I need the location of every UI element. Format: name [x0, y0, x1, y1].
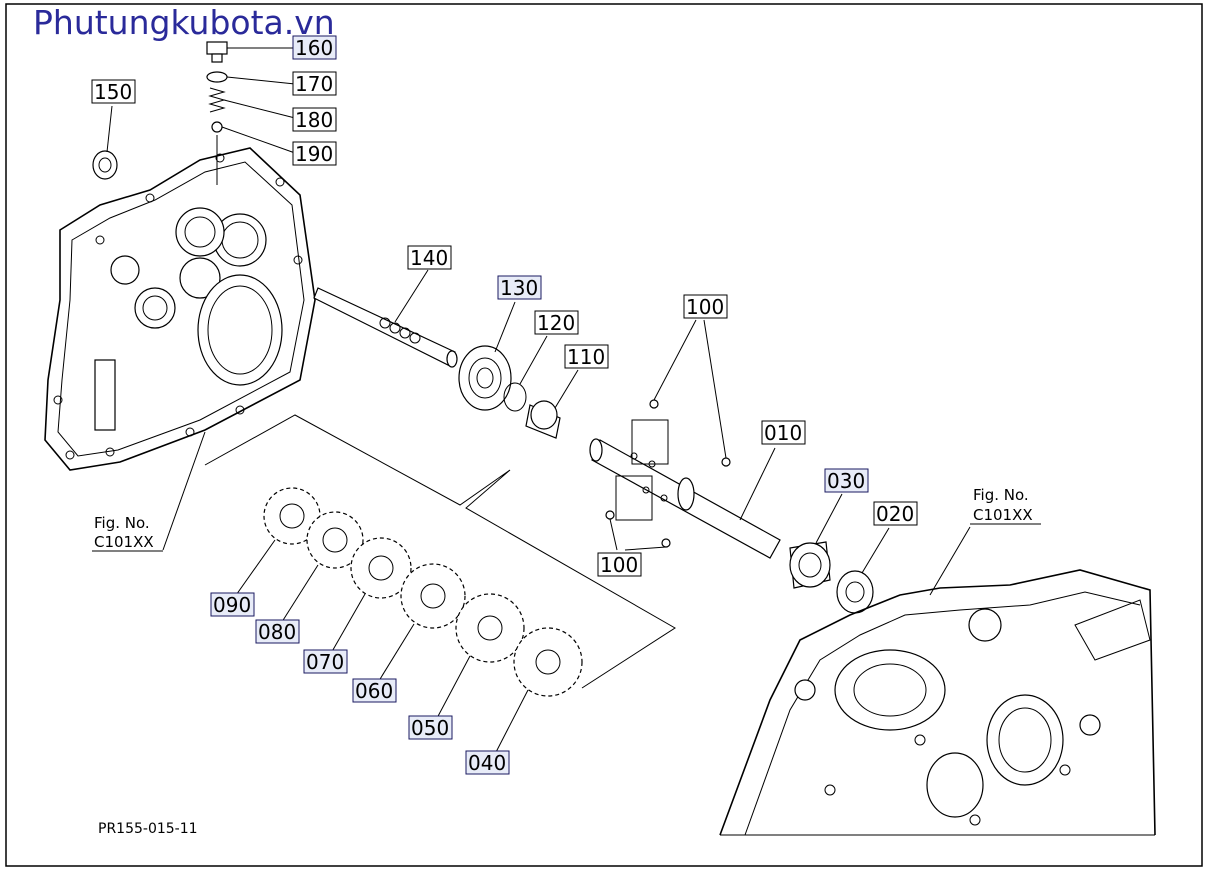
- callout-150-label: 150: [94, 80, 132, 104]
- callout-170-label: 170: [295, 72, 333, 96]
- callout-020-label: 020: [876, 502, 914, 526]
- callout-030-label: 030: [827, 469, 865, 493]
- bearing-130: [458, 301, 516, 411]
- callout-050[interactable]: 050: [408, 715, 453, 740]
- transmission-housing: [719, 569, 1156, 836]
- fig-ref-left-line1: Fig. No.: [94, 514, 150, 532]
- callout-010[interactable]: 010: [761, 420, 806, 445]
- callout-010-label: 010: [764, 421, 802, 445]
- callout-090[interactable]: 090: [210, 592, 255, 617]
- callout-040-label: 040: [468, 751, 506, 775]
- gear-080: [306, 511, 364, 569]
- callout-100-bottom[interactable]: 100: [597, 552, 642, 577]
- callout-100-top-label: 100: [686, 295, 724, 319]
- gear-090: [263, 487, 321, 545]
- drawing-code: PR155-015-11: [98, 821, 198, 837]
- callout-160-label: 160: [295, 36, 333, 60]
- callout-070[interactable]: 070: [303, 649, 348, 674]
- callout-090-label: 090: [213, 593, 251, 617]
- callout-180[interactable]: 180: [292, 107, 337, 132]
- callout-050-label: 050: [411, 716, 449, 740]
- shaft-140: [313, 269, 458, 368]
- gear-060: [400, 563, 466, 629]
- callout-180-label: 180: [295, 108, 333, 132]
- callout-140[interactable]: 140: [407, 245, 452, 270]
- callout-100-bottom-label: 100: [600, 553, 638, 577]
- circlip-120: [503, 335, 548, 412]
- bearing-020: [836, 527, 890, 614]
- callout-060-label: 060: [355, 679, 393, 703]
- main-shaft-010: [589, 319, 781, 559]
- fig-ref-right-leader: [929, 526, 971, 596]
- callout-070-label: 070: [306, 650, 344, 674]
- callout-020[interactable]: 020: [873, 501, 918, 526]
- plug-spring-stack: [206, 41, 296, 185]
- gear-070: [350, 537, 412, 599]
- callout-130[interactable]: 130: [497, 275, 542, 300]
- callout-150[interactable]: 150: [91, 79, 136, 104]
- callout-140-label: 140: [410, 246, 448, 270]
- callout-110[interactable]: 110: [564, 344, 609, 369]
- callout-130-label: 130: [500, 276, 538, 300]
- fig-ref-left[interactable]: Fig. No. C101XX: [92, 514, 163, 552]
- oil-seal-150: [92, 105, 118, 180]
- gear-case-cover: [44, 147, 316, 471]
- fig-ref-right-line2: C101XX: [973, 506, 1033, 524]
- callout-040[interactable]: 040: [465, 750, 510, 775]
- callout-110-label: 110: [567, 345, 605, 369]
- fig-ref-left-leader: [162, 431, 206, 551]
- callout-120-label: 120: [537, 311, 575, 335]
- callout-120[interactable]: 120: [534, 310, 579, 335]
- callout-080[interactable]: 080: [255, 619, 300, 644]
- gear-stack-boundary: [204, 414, 676, 689]
- gear-040: [513, 627, 583, 697]
- callout-080-label: 080: [258, 620, 296, 644]
- bearing-030: [789, 493, 843, 589]
- fig-ref-right-line1: Fig. No.: [973, 486, 1029, 504]
- callout-160[interactable]: 160: [292, 35, 337, 60]
- fig-ref-right[interactable]: Fig. No. C101XX: [970, 486, 1041, 525]
- collar-110: [525, 369, 579, 439]
- gear-050: [455, 593, 525, 663]
- diagram-border: [5, 3, 1203, 867]
- callout-060[interactable]: 060: [352, 678, 397, 703]
- watermark-text: Phutungkubota.vn: [33, 3, 335, 42]
- fig-ref-left-line2: C101XX: [94, 533, 154, 551]
- gear-set: [233, 487, 583, 757]
- callout-170[interactable]: 170: [292, 71, 337, 96]
- callout-030[interactable]: 030: [824, 468, 869, 493]
- callout-190-label: 190: [295, 142, 333, 166]
- callout-100-top[interactable]: 100: [683, 294, 728, 319]
- callout-190[interactable]: 190: [292, 141, 337, 166]
